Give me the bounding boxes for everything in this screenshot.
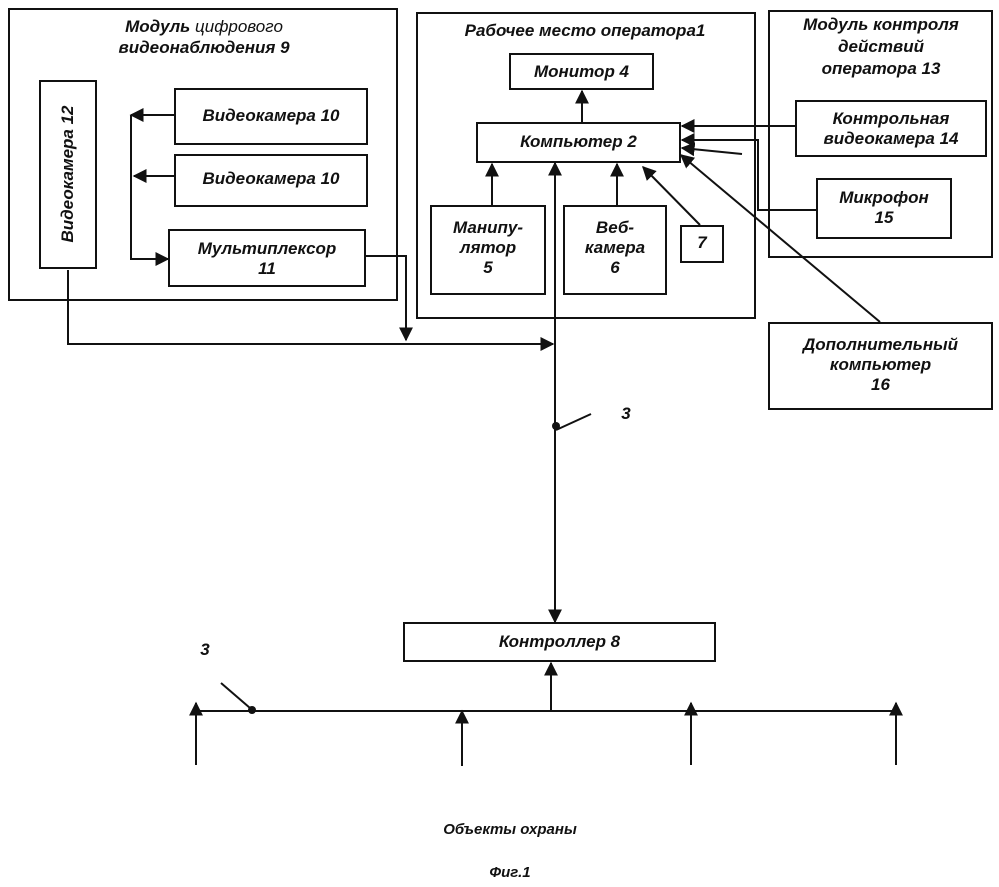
bus-leader-bottom	[221, 683, 250, 708]
camera12-out-line	[68, 270, 553, 344]
block7-to-computer	[643, 167, 700, 225]
bus-leader-top	[556, 414, 591, 430]
multiplexer-out-line	[366, 256, 406, 340]
extra-feed-line	[682, 148, 742, 154]
bus-label-top: 3	[616, 404, 636, 424]
bus-junction-top	[552, 422, 560, 430]
extra-computer-to-computer	[681, 155, 880, 322]
bracket-line	[131, 115, 168, 259]
bus-junction-bottom	[248, 706, 256, 714]
figure-caption: Фиг.1	[460, 863, 560, 883]
bus-label-bottom: 3	[195, 640, 215, 660]
objects-label: Объекты охраны	[400, 820, 620, 840]
